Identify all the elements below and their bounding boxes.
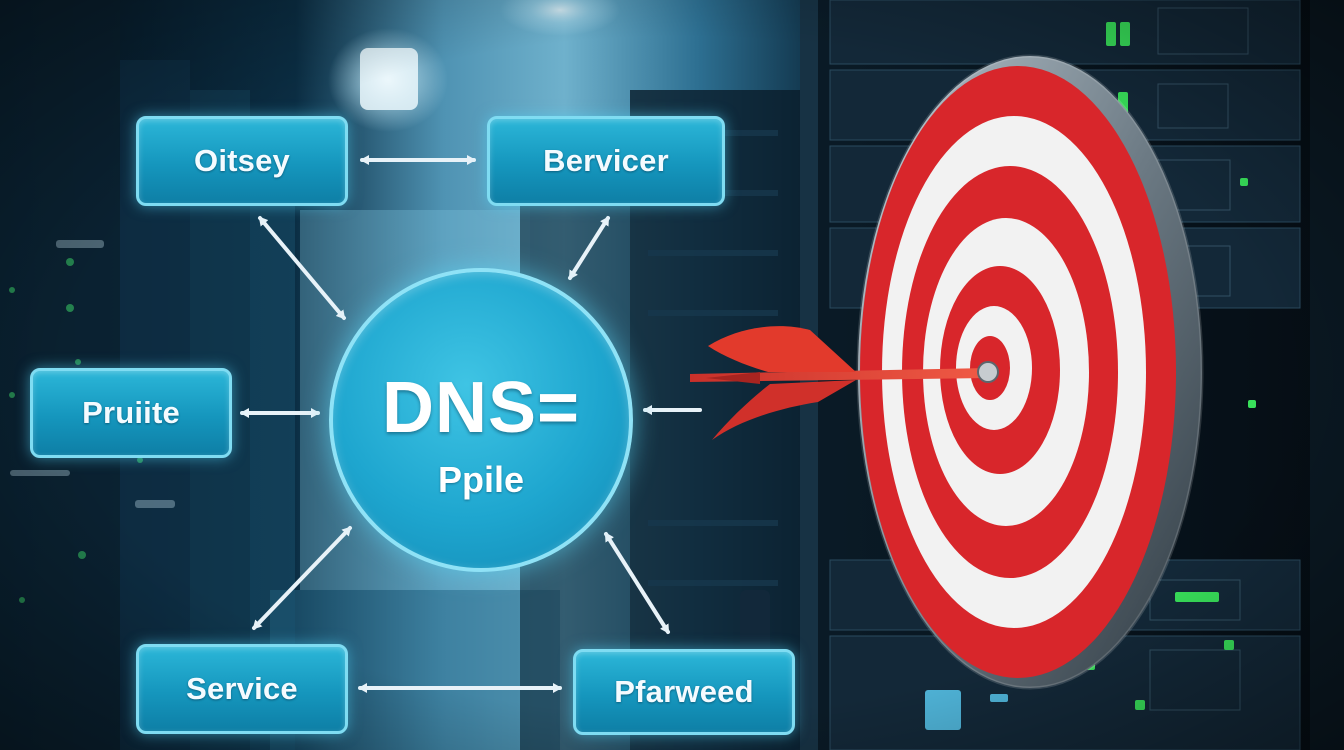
- node-bottom-right: Pfarweed: [573, 649, 795, 735]
- node-bottom-left-label: Service: [186, 671, 298, 706]
- node-top-right-label: Bervicer: [543, 143, 669, 178]
- node-top-right: Bervicer: [487, 116, 725, 206]
- node-top-left: Oitsey: [136, 116, 348, 206]
- node-bottom-left: Service: [136, 644, 348, 734]
- node-top-left-label: Oitsey: [194, 143, 290, 178]
- dns-hub-circle: DNS= Ppile: [329, 268, 633, 572]
- node-bottom-right-label: Pfarweed: [614, 674, 754, 709]
- hub-subtitle: Ppile: [437, 459, 525, 500]
- node-middle-left-label: Pruiite: [82, 395, 180, 430]
- hub-title: DNS=: [381, 368, 581, 448]
- node-middle-left: Pruiite: [30, 368, 232, 458]
